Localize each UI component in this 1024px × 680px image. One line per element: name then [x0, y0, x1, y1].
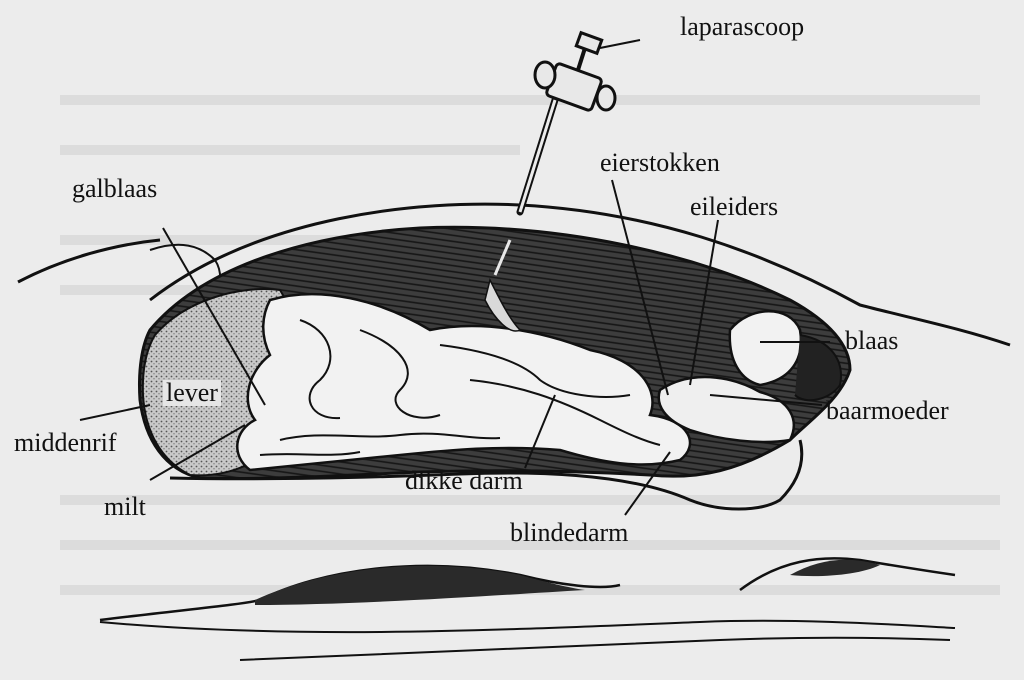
intestine-folds [259, 319, 661, 456]
intestines [236, 292, 692, 472]
leader-eileiders [689, 219, 719, 386]
abdominal-wall [17, 202, 1011, 347]
label-dikke-darm: dikke darm [405, 466, 523, 495]
abdomen-lower-edge [169, 439, 804, 511]
label-middenrif: middenrif [14, 428, 117, 457]
leader-dikke-darm [524, 394, 556, 469]
leader-blindedarm [624, 451, 671, 516]
leader-milt [149, 424, 246, 481]
bladder-shape [728, 310, 803, 387]
laparoscope [484, 30, 617, 332]
label-baarmoeder: baarmoeder [826, 396, 949, 425]
label-eierstokken: eierstokken [600, 148, 720, 177]
leader-eierstokken [611, 179, 669, 396]
label-blindedarm: blindedarm [510, 518, 629, 547]
label-galblaas: galblaas [72, 174, 158, 203]
leader-middenrif [79, 404, 151, 421]
label-laparascoop: laparascoop [680, 12, 805, 41]
leader-baarmoeder [709, 394, 823, 406]
leader-lines [79, 39, 830, 516]
label-blaas: blaas [845, 326, 899, 355]
label-milt: milt [104, 492, 146, 521]
label-lever: lever [163, 380, 221, 406]
uterus-shape [657, 375, 795, 444]
ground-mounds [99, 557, 956, 661]
label-eileiders: eileiders [690, 192, 779, 221]
leader-laparascoop [599, 39, 641, 49]
leader-galblaas [162, 227, 266, 406]
